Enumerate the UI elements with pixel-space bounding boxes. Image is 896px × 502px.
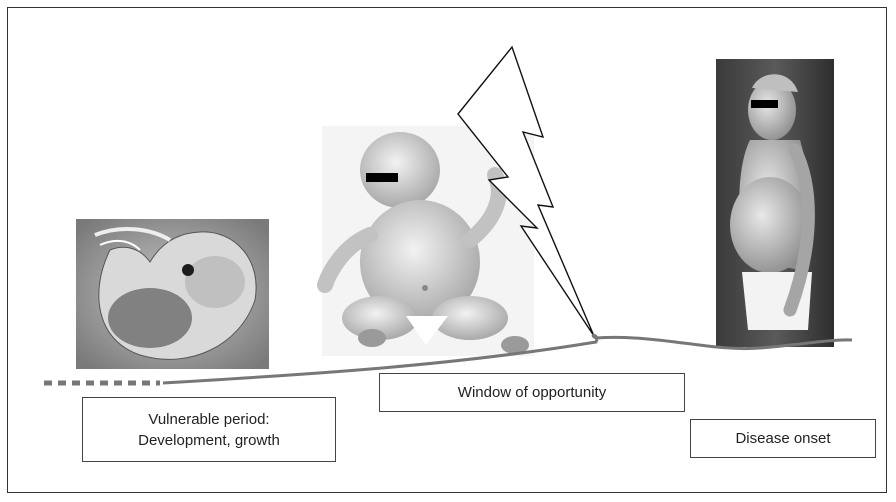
disease-onset-label: Disease onset	[735, 428, 830, 449]
disease-onset-box: Disease onset	[690, 419, 876, 458]
adult-photo	[716, 59, 834, 347]
eye-censor-bar-infant	[366, 173, 398, 182]
eye-censor-bar-adult	[751, 100, 778, 108]
window-of-opportunity-box: Window of opportunity	[379, 373, 685, 412]
window-of-opportunity-label: Window of opportunity	[458, 382, 606, 403]
vulnerable-period-line2: Development, growth	[138, 430, 280, 451]
vulnerable-period-box: Vulnerable period: Development, growth	[82, 397, 336, 462]
embryo-photo	[76, 219, 269, 369]
vulnerable-period-line1: Vulnerable period:	[148, 409, 269, 430]
